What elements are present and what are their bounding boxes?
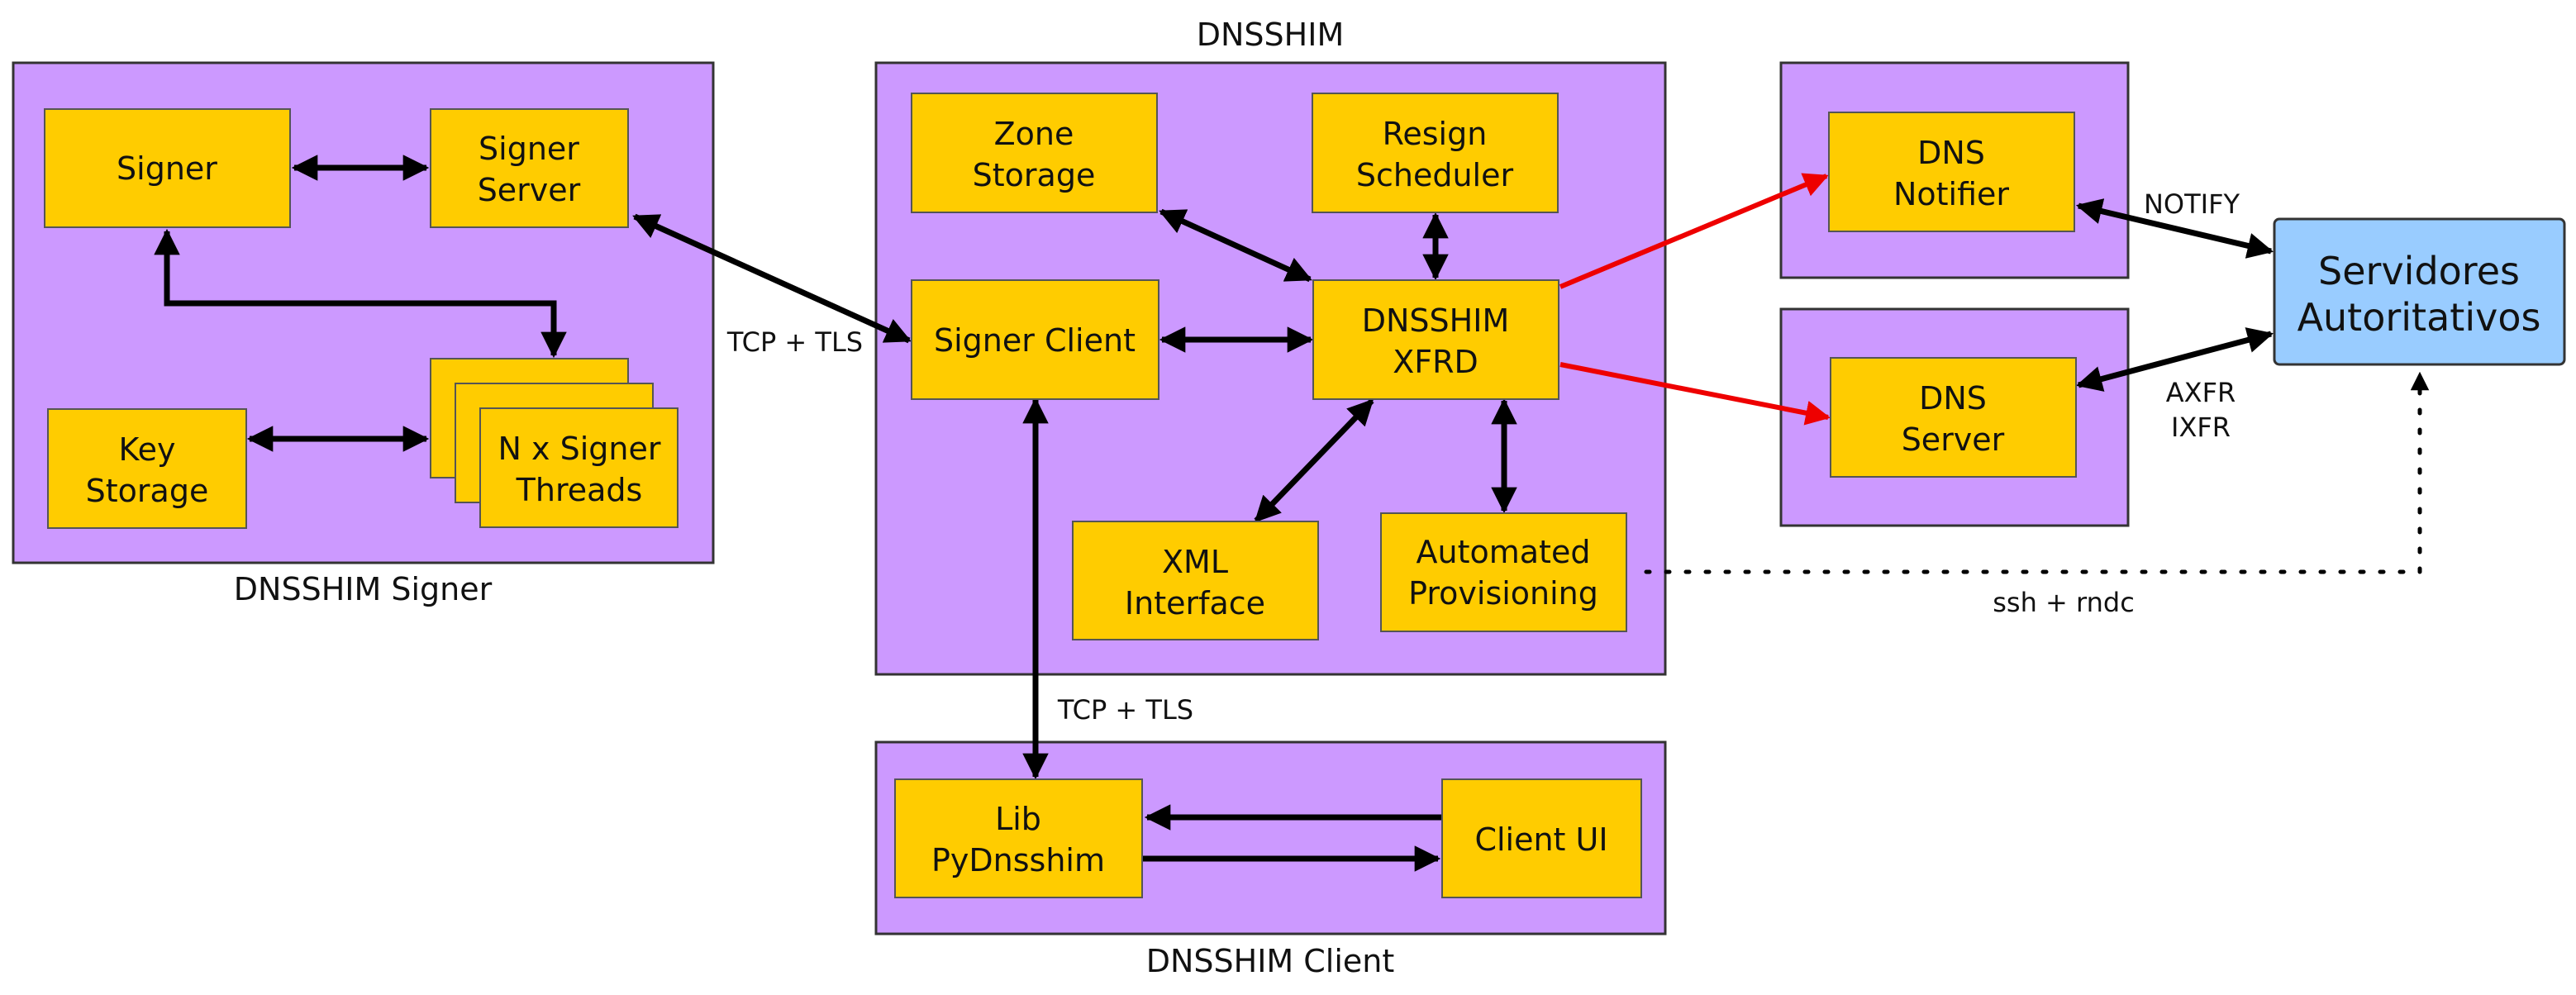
node-dns-notifier: DNS Notifier — [1828, 112, 2075, 232]
node-dns-server: DNS Server — [1830, 357, 2077, 478]
edge-xfrd-xml — [1254, 398, 1374, 523]
node-zone-storage-line-2: Storage — [973, 157, 1096, 193]
node-dnsshim-xfrd-line-1: DNSSHIM — [1362, 302, 1510, 339]
node-automated-provisioning: Automated Provisioning — [1380, 512, 1627, 632]
edge-dnsserver-servidores — [2075, 327, 2274, 392]
node-signer-client: Signer Client — [911, 279, 1159, 400]
connectors — [154, 155, 2430, 872]
node-servidores-autoritativos: Servidores Autoritativos — [2273, 217, 2566, 366]
node-signer-server: Signer Server — [430, 108, 629, 228]
edge-xfrd-dnsserver — [1559, 362, 1831, 426]
node-signer-threads-line-1: N x Signer — [498, 431, 661, 467]
node-signer-server-line-2: Server — [478, 172, 581, 208]
node-client-ui-line-1: Client UI — [1474, 821, 1607, 858]
node-dns-notifier-line-2: Notifier — [1893, 176, 2009, 212]
edge-label-ssh-rndc: ssh + rndc — [1993, 587, 2135, 618]
edge-label-ixfr: IXFR — [2171, 412, 2231, 443]
node-dnsshim-xfrd: DNSSHIM XFRD — [1312, 279, 1559, 400]
node-xml-interface-line-2: Interface — [1125, 585, 1265, 621]
thread-stack-front — [479, 407, 679, 528]
node-servidores-line-2: Autoritativos — [2297, 295, 2541, 340]
node-xml-interface: XML Interface — [1072, 521, 1319, 640]
node-servidores-line-1: Servidores — [2318, 249, 2520, 293]
edge-label-tcp-tls-signer: TCP + TLS — [726, 326, 863, 358]
group-label-dnsshim-client: DNSSHIM Client — [1146, 943, 1395, 979]
edge-provisioning-servidores — [1644, 371, 2430, 574]
node-signer: Signer — [44, 108, 291, 228]
edge-label-axfr: AXFR — [2166, 377, 2236, 408]
node-key-storage-line-2: Storage — [86, 473, 209, 509]
node-key-storage: Key Storage — [47, 408, 247, 529]
group-label-dnsshim-signer: DNSSHIM Signer — [234, 571, 493, 607]
node-signer-threads-line-2: Threads — [516, 472, 643, 508]
node-client-ui: Client UI — [1441, 778, 1642, 898]
node-dns-server-line-2: Server — [1902, 421, 2005, 458]
edge-label-tcp-tls-client: TCP + TLS — [1057, 694, 1193, 726]
node-zone-storage-line-1: Zone — [994, 116, 1074, 152]
node-xml-interface-line-1: XML — [1162, 544, 1228, 580]
edge-signerserver-signerclient — [632, 213, 912, 344]
node-key-storage-line-1: Key — [119, 431, 176, 468]
node-automated-provisioning-line-1: Automated — [1417, 534, 1591, 570]
edge-zonestorage-xfrd — [1159, 208, 1312, 283]
node-dns-server-line-1: DNS — [1919, 380, 1987, 417]
node-resign-scheduler-line-1: Resign — [1383, 116, 1488, 152]
node-dnsshim-xfrd-line-2: XFRD — [1393, 344, 1478, 380]
node-signer-threads: N x Signer Threads — [430, 358, 679, 528]
node-lib-pydnsshim-line-1: Lib — [995, 801, 1041, 837]
node-automated-provisioning-line-2: Provisioning — [1408, 575, 1598, 612]
edge-label-notify: NOTIFY — [2144, 188, 2240, 220]
node-zone-storage: Zone Storage — [911, 93, 1158, 213]
node-signer-client-line-1: Signer Client — [934, 322, 1136, 359]
node-dns-notifier-line-1: DNS — [1917, 135, 1985, 171]
edge-xfrd-notifier — [1559, 173, 1829, 289]
node-lib-pydnsshim-line-2: PyDnsshim — [931, 842, 1105, 878]
edge-signer-threads — [154, 228, 567, 359]
node-signer-line-1: Signer — [117, 150, 217, 187]
node-lib-pydnsshim: Lib PyDnsshim — [894, 778, 1143, 898]
node-resign-scheduler-line-2: Scheduler — [1356, 157, 1514, 193]
node-signer-server-line-1: Signer — [479, 131, 579, 167]
group-label-dnsshim: DNSSHIM — [1197, 17, 1345, 53]
edge-notifier-servidores — [2075, 198, 2274, 259]
node-resign-scheduler: Resign Scheduler — [1312, 93, 1559, 213]
